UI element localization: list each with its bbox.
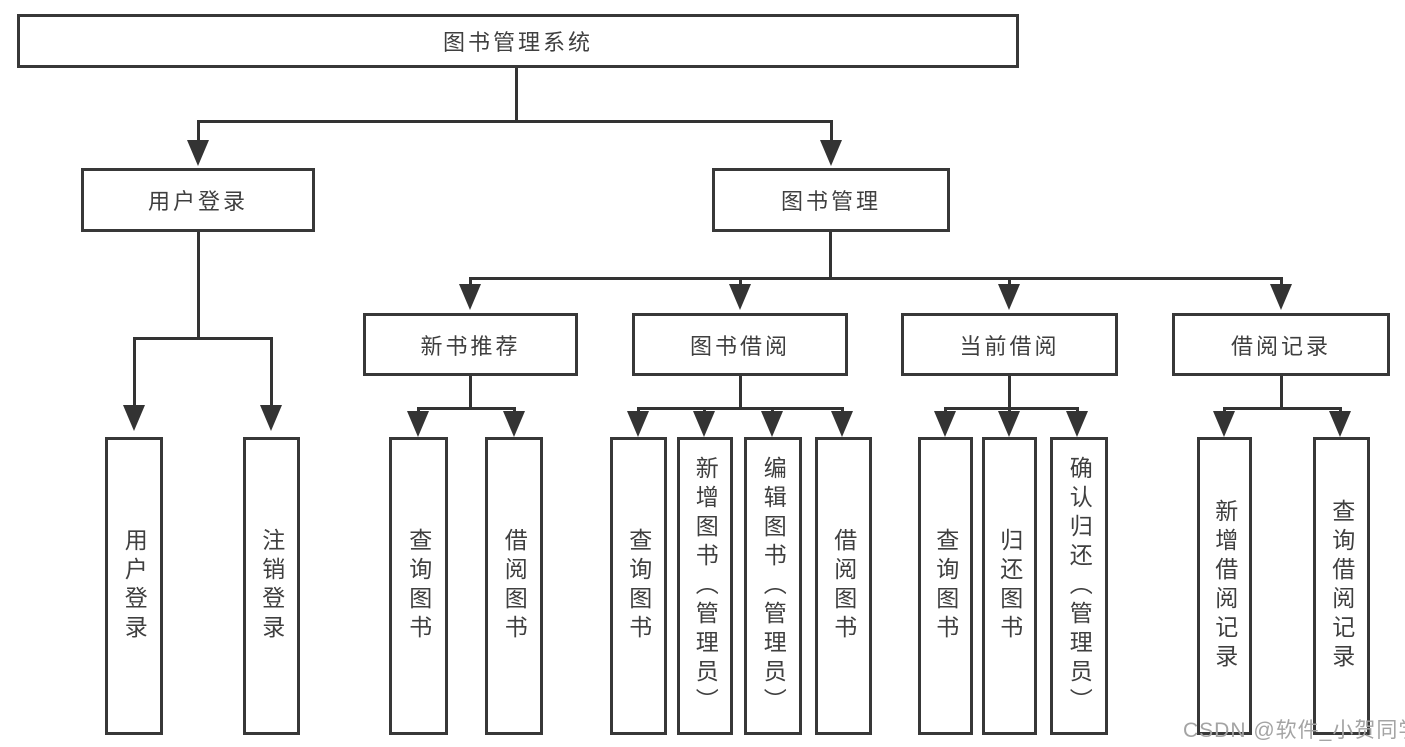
arrow-down-icon xyxy=(503,411,525,437)
connector-line xyxy=(771,407,774,413)
watermark: CSDN @软件_小贺同学 xyxy=(1183,719,1405,742)
connector-line xyxy=(1339,407,1342,413)
connector-line xyxy=(197,120,200,144)
connector-line xyxy=(1008,376,1011,407)
connector-line xyxy=(1280,277,1283,285)
leaf-borrow-edit-book-admin: 编辑图书（管理员） xyxy=(744,437,802,735)
arrow-down-icon xyxy=(761,411,783,437)
node-current-borrow: 当前借阅 xyxy=(901,313,1118,376)
connector-line xyxy=(1223,407,1341,410)
connector-line xyxy=(841,407,844,413)
node-root: 图书管理系统 xyxy=(17,14,1019,68)
node-book-management: 图书管理 xyxy=(712,168,950,232)
connector-line xyxy=(1223,407,1226,413)
arrow-down-icon xyxy=(627,411,649,437)
connector-line xyxy=(739,277,742,285)
arrow-down-icon xyxy=(729,284,751,310)
connector-line xyxy=(703,407,706,413)
leaf-borrow-add-book-admin: 新增图书（管理员） xyxy=(677,437,733,735)
connector-line xyxy=(417,407,420,413)
node-book-borrow: 图书借阅 xyxy=(632,313,848,376)
node-borrow-record: 借阅记录 xyxy=(1172,313,1390,376)
leaf-user-login: 用户登录 xyxy=(105,437,163,735)
arrow-down-icon xyxy=(998,284,1020,310)
connector-line xyxy=(944,407,947,413)
arrow-down-icon xyxy=(123,405,145,431)
arrow-down-icon xyxy=(693,411,715,437)
arrow-down-icon xyxy=(407,411,429,437)
connector-line xyxy=(829,232,832,277)
arrow-down-icon xyxy=(187,140,209,166)
arrow-down-icon xyxy=(934,411,956,437)
arrow-down-icon xyxy=(1213,411,1235,437)
leaf-recommend-borrow-book: 借阅图书 xyxy=(485,437,543,735)
leaf-current-return-book: 归还图书 xyxy=(982,437,1037,735)
connector-line xyxy=(197,120,833,123)
connector-line xyxy=(133,337,273,340)
arrow-down-icon xyxy=(820,140,842,166)
leaf-current-query-book: 查询图书 xyxy=(918,437,973,735)
connector-line xyxy=(637,407,640,413)
connector-line xyxy=(1076,407,1079,413)
leaf-borrow-query-book: 查询图书 xyxy=(610,437,667,735)
arrow-down-icon xyxy=(1066,411,1088,437)
connector-line xyxy=(270,337,273,407)
connector-line xyxy=(1008,407,1011,413)
leaf-record-add: 新增借阅记录 xyxy=(1197,437,1252,735)
connector-line xyxy=(469,277,1283,280)
connector-line xyxy=(1008,277,1011,285)
leaf-current-confirm-return-admin: 确认归还（管理员） xyxy=(1050,437,1108,735)
connector-line xyxy=(944,407,1078,410)
arrow-down-icon xyxy=(1270,284,1292,310)
node-user-login: 用户登录 xyxy=(81,168,315,232)
connector-line xyxy=(469,277,472,285)
connector-line xyxy=(417,407,516,410)
connector-line xyxy=(469,376,472,407)
arrow-down-icon xyxy=(459,284,481,310)
connector-line xyxy=(637,407,843,410)
connector-line xyxy=(515,68,518,120)
leaf-logout: 注销登录 xyxy=(243,437,300,735)
connector-line xyxy=(739,376,742,407)
leaf-recommend-query-book: 查询图书 xyxy=(389,437,448,735)
connector-line xyxy=(513,407,516,413)
leaf-borrow-borrow-book: 借阅图书 xyxy=(815,437,872,735)
node-new-book-recommend: 新书推荐 xyxy=(363,313,578,376)
connector-line xyxy=(133,337,136,407)
arrow-down-icon xyxy=(1329,411,1351,437)
connector-line xyxy=(197,232,200,337)
connector-line xyxy=(830,120,833,144)
arrow-down-icon xyxy=(998,411,1020,437)
arrow-down-icon xyxy=(831,411,853,437)
leaf-record-query: 查询借阅记录 xyxy=(1313,437,1370,735)
connector-line xyxy=(1280,376,1283,407)
arrow-down-icon xyxy=(260,405,282,431)
